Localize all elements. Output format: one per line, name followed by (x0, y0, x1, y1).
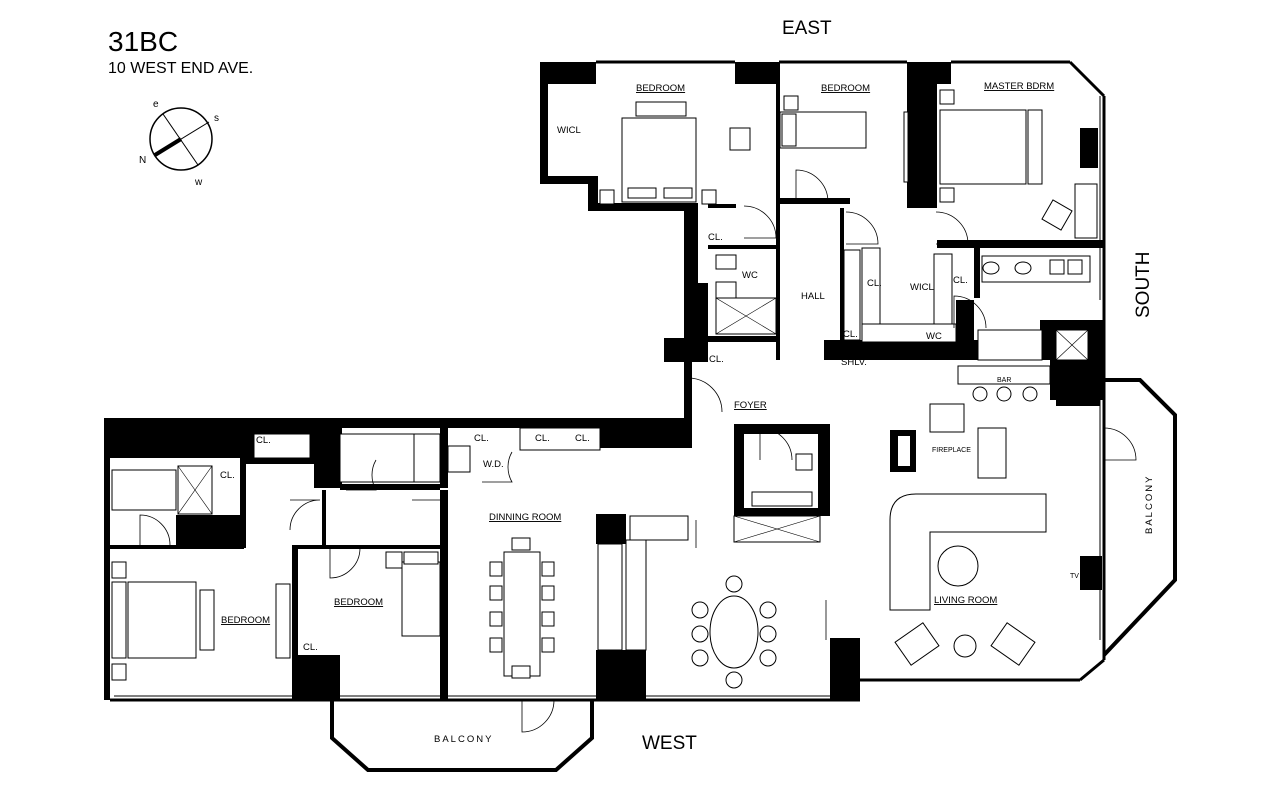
room-label-wicl-mid: WICL (910, 282, 934, 293)
compass-east: e (153, 99, 159, 110)
compass-south: s (214, 113, 219, 124)
closet-label: CL. (318, 458, 333, 469)
exterior-walls (104, 60, 1106, 702)
room-label-shlv: SHLV. (841, 357, 867, 368)
room-label-wc-master: WC (926, 331, 942, 342)
closet-label: CL. (575, 433, 590, 444)
bed-master-icon (939, 89, 1098, 239)
room-label-bedroom-east: BEDROOM (821, 83, 870, 94)
closet-label: CL. (910, 177, 925, 188)
balcony-west (330, 700, 594, 772)
powder-room-fixtures-icon (751, 453, 813, 507)
room-labels: BEDROOM BEDROOM MASTER BDRM WICL WICL HA… (220, 81, 1155, 745)
balcony-south (1102, 378, 1177, 657)
closet-label: CL. (474, 433, 489, 444)
room-label-living-room: LIVING ROOM (934, 595, 997, 606)
room-label-balcony-south: BALCONY (1144, 475, 1155, 534)
kitchen-counters-icon (597, 515, 821, 651)
room-label-bar: BAR (997, 377, 1011, 384)
kitchen-table-icon (691, 575, 777, 689)
master-bath-fixtures-icon (977, 255, 1091, 361)
bed-top-bedroom-icon (599, 101, 751, 205)
closet-label: CL. (867, 278, 882, 289)
window-ticks (114, 96, 1101, 697)
dining-table-icon (489, 537, 555, 679)
bed-east-bedroom-icon (779, 95, 909, 183)
closet-label: CL. (708, 232, 723, 243)
closet-label: CL. (953, 275, 968, 286)
room-label-wc-hall: WC (742, 270, 758, 281)
room-label-bedroom-sw: BEDROOM (221, 615, 270, 626)
bar-counter-icon (957, 365, 1051, 402)
compass-west: w (194, 177, 203, 188)
door-swings (139, 169, 1137, 733)
room-label-master-bdrm: MASTER BDRM (984, 81, 1054, 92)
room-label-wicl-top: WICL (557, 125, 581, 136)
compass-north: N (139, 155, 146, 166)
direction-west-label: WEST (642, 733, 697, 754)
closet-label: CL. (220, 470, 235, 481)
bed-sw-bedroom-icon (111, 561, 291, 681)
living-room-furniture-icon (889, 403, 1047, 666)
closet-label: CL. (256, 435, 271, 446)
closet-label: CL. (303, 642, 318, 653)
room-label-tv: TV (1070, 573, 1079, 580)
building-address: 10 WEST END AVE. (108, 60, 254, 77)
direction-east-label: EAST (782, 18, 832, 39)
room-label-fireplace: FIREPLACE (932, 447, 971, 454)
interior-walls (110, 84, 1104, 700)
bed-west-bedroom-icon (385, 551, 441, 637)
closet-label: CL. (709, 354, 724, 365)
room-label-dining-room: DINNING ROOM (489, 512, 561, 523)
west-bath-fixtures-icon (111, 427, 601, 515)
room-label-wd: W.D. (483, 459, 504, 470)
compass-icon: N e s w (139, 99, 219, 188)
room-label-bedroom-top: BEDROOM (636, 83, 685, 94)
hall-wc-fixtures-icon (715, 254, 777, 335)
closet-label: CL. (843, 329, 858, 340)
room-label-bedroom-west: BEDROOM (334, 597, 383, 608)
room-label-foyer: FOYER (734, 400, 767, 411)
room-label-balcony-west: BALCONY (434, 734, 493, 745)
closet-label: CL. (535, 433, 550, 444)
unit-number: 31BC (108, 26, 179, 57)
room-label-hall: HALL (801, 291, 825, 302)
hall-closets-icon (843, 247, 957, 343)
